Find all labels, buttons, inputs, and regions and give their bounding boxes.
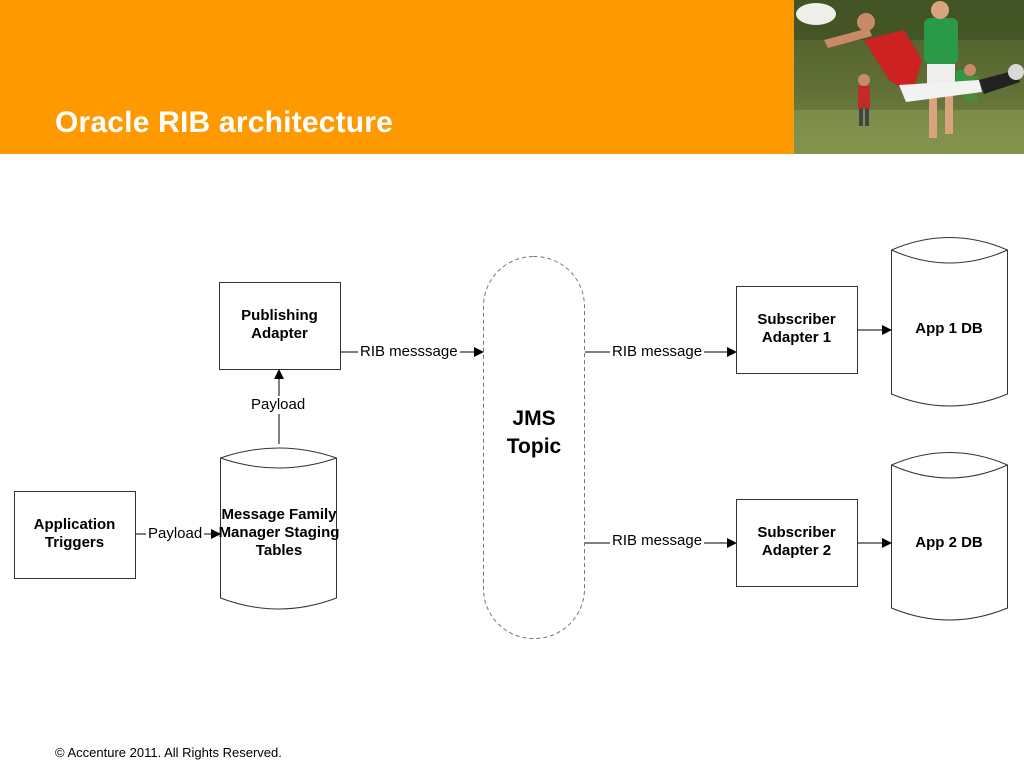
subscriber-adapter-2-label: Subscriber Adapter 2 — [757, 524, 836, 559]
publishing-adapter-box — [219, 282, 341, 370]
edge-label-jms-sub1: RIB message — [610, 343, 705, 361]
subscriber-adapter-1-box — [736, 286, 858, 374]
app1-db-cylinder — [891, 237, 1008, 407]
edge-label-publisher-jms: RIB messsage — [358, 343, 460, 361]
header-photo — [794, 0, 1024, 154]
edge-label-staging-publisher: Payload — [249, 396, 308, 414]
copyright-footer: © Accenture 2011. All Rights Reserved. — [55, 745, 282, 760]
staging-tables-cylinder — [220, 447, 337, 610]
edge-label-triggers-staging: Payload — [146, 525, 205, 543]
app1-db-label: App 1 DB — [915, 320, 983, 337]
application-triggers-label: Application Triggers — [33, 516, 116, 551]
subscriber-adapter-2-box — [736, 499, 858, 587]
jms-topic-label: JMS Topic — [506, 407, 562, 458]
publishing-adapter-label: Publishing Adapter — [241, 307, 318, 342]
staging-tables-label: Message Family Manager Staging Tables — [218, 506, 340, 559]
slide-title: Oracle RIB architecture — [55, 106, 394, 139]
app2-db-cylinder — [891, 452, 1008, 621]
jms-topic-pill — [483, 256, 585, 639]
subscriber-adapter-1-label: Subscriber Adapter 1 — [757, 311, 836, 346]
edge-label-jms-sub2: RIB message — [610, 532, 705, 550]
application-triggers-box — [14, 491, 136, 579]
app2-db-label: App 2 DB — [915, 534, 983, 551]
rib-architecture-diagram — [0, 154, 1024, 714]
